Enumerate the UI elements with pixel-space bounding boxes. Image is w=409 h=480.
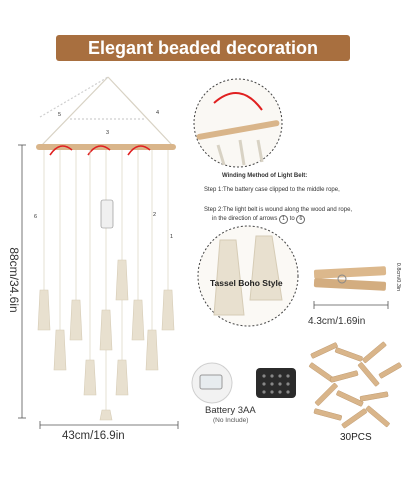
clips-pile-image xyxy=(309,341,402,429)
arrow-label-4: 4 xyxy=(156,110,160,116)
remote-control-image xyxy=(256,368,296,398)
battery-note: (No Include) xyxy=(213,417,249,424)
step-1-text: Step 1:The battery case clipped to the m… xyxy=(204,187,340,193)
arrow-label-1: 1 xyxy=(170,234,174,240)
width-dimension-line xyxy=(39,421,179,429)
height-dimension-line xyxy=(18,144,26,419)
arrow-label-6: 6 xyxy=(34,214,38,220)
width-dimension: 43cm/16.9in xyxy=(62,430,125,442)
wooden-clip-image xyxy=(313,266,387,291)
step-2-text: Step 2:The light belt is wound along the… xyxy=(204,207,353,213)
tassel-zoom-circle xyxy=(197,225,299,327)
battery-label: Battery 3AA xyxy=(205,405,256,416)
wrap-arrows xyxy=(49,145,151,156)
arrow-label-3: 3 xyxy=(106,130,110,136)
step-2-direction: in the direction of arrows 1 to 6 xyxy=(212,215,306,224)
clips-count: 30PCS xyxy=(340,432,372,443)
tassels xyxy=(37,150,175,421)
clip-width: 4.3cm/1.69in xyxy=(308,316,366,327)
tassel-style-label: Tassel Boho Style xyxy=(210,278,283,288)
hanger-rope xyxy=(39,76,173,146)
clip-height: 0.8cm/0.3in xyxy=(395,262,401,292)
arrow-label-2: 2 xyxy=(153,212,157,218)
arrow-label-5: 5 xyxy=(58,112,62,118)
winding-heading: Winding Method of Light Belt: xyxy=(222,173,308,179)
battery-box xyxy=(100,199,114,229)
height-dimension: 88cm/34.6in xyxy=(7,247,21,313)
page-title: Elegant beaded decoration xyxy=(56,35,350,61)
